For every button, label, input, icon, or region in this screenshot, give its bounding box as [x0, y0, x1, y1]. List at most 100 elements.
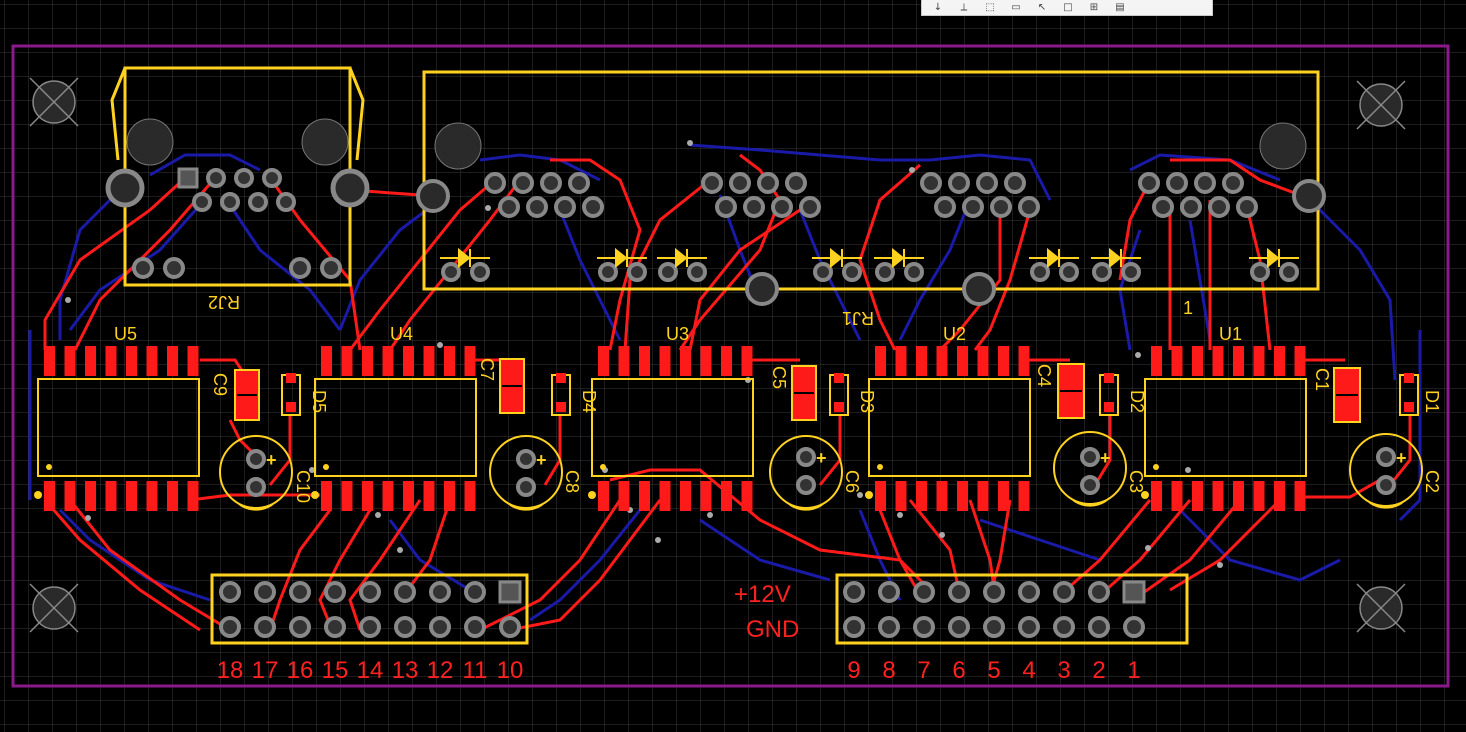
- header-pin-number: 8: [882, 657, 895, 684]
- ic-pad: [1018, 346, 1030, 376]
- arrow-down-icon[interactable]: ↓: [933, 1, 943, 13]
- ic-pad: [680, 481, 691, 511]
- connector-rj2[interactable]: [105, 66, 370, 287]
- header-pin[interactable]: [1018, 616, 1040, 638]
- header-pin-number: 17: [252, 657, 279, 684]
- select-area-icon[interactable]: ⬚: [985, 1, 995, 13]
- polarity-mark-c10: +: [266, 450, 277, 470]
- pin-header-right[interactable]: [835, 573, 1189, 645]
- ic-pad: [85, 346, 96, 376]
- header-pin[interactable]: [948, 581, 970, 603]
- ic-pad: [403, 346, 414, 376]
- header-pin[interactable]: [1053, 581, 1075, 603]
- electrolytic-caps: [219, 431, 1423, 511]
- square-icon[interactable]: □: [1063, 1, 1073, 13]
- header-pin[interactable]: [394, 616, 416, 638]
- bottom-copper-traces: [28, 143, 1422, 622]
- header-pin[interactable]: [499, 616, 521, 638]
- header-pin[interactable]: [983, 581, 1005, 603]
- layers-icon[interactable]: ▤: [1115, 1, 1125, 13]
- label-u1: U1: [1219, 324, 1242, 344]
- header-pin[interactable]: [359, 581, 381, 603]
- header-pin[interactable]: [913, 581, 935, 603]
- header-pin-square[interactable]: [1122, 580, 1146, 604]
- header-pin[interactable]: [843, 616, 865, 638]
- connector-rj1[interactable]: [416, 70, 1326, 306]
- ic-pad: [895, 481, 907, 511]
- header-pin-number: 12: [427, 657, 454, 684]
- header-pin-number: 2: [1092, 657, 1105, 684]
- label-c8: C8: [562, 470, 582, 493]
- ic-pad: [741, 481, 753, 511]
- ic-pad: [85, 481, 96, 511]
- component-icon[interactable]: ⊞: [1089, 1, 1099, 13]
- ic-pad: [618, 346, 630, 376]
- header-pin[interactable]: [254, 616, 276, 638]
- header-pin[interactable]: [1088, 581, 1110, 603]
- header-pin[interactable]: [324, 616, 346, 638]
- header-pin[interactable]: [464, 616, 486, 638]
- ic-pad: [126, 346, 137, 376]
- ic-pad: [895, 346, 907, 376]
- ic-pad: [1233, 481, 1244, 511]
- ic-pad: [44, 346, 55, 376]
- ic-pad: [464, 346, 476, 376]
- header-pin[interactable]: [843, 581, 865, 603]
- header-pin[interactable]: [289, 581, 311, 603]
- header-pin[interactable]: [429, 616, 451, 638]
- header-pin[interactable]: [1123, 616, 1145, 638]
- board-outline: [11, 44, 1450, 688]
- header-pin[interactable]: [948, 616, 970, 638]
- ic-pad: [1192, 346, 1203, 376]
- header-pin-square[interactable]: [498, 580, 522, 604]
- header-pin[interactable]: [219, 581, 241, 603]
- ic-pad: [721, 481, 732, 511]
- ic-pad: [167, 346, 178, 376]
- header-pin[interactable]: [219, 616, 241, 638]
- header-pin-number: 13: [392, 657, 419, 684]
- header-pin[interactable]: [878, 616, 900, 638]
- header-pin[interactable]: [359, 616, 381, 638]
- header-pin[interactable]: [1018, 581, 1040, 603]
- pointer-icon[interactable]: ↖: [1037, 1, 1047, 13]
- ic-footprints: [34, 346, 1307, 511]
- ic-pad: [680, 346, 691, 376]
- header-pin[interactable]: [429, 581, 451, 603]
- polarity-mark-c8: +: [536, 450, 547, 470]
- rectangle-icon[interactable]: ▭: [1011, 1, 1021, 13]
- route-icon[interactable]: ⟂: [960, 1, 968, 13]
- header-pin[interactable]: [464, 581, 486, 603]
- ic-pad: [977, 346, 989, 376]
- ic-pad: [1233, 346, 1244, 376]
- label-rj1: RJ1: [842, 308, 874, 328]
- label-c10: C10: [293, 470, 313, 503]
- header-pin[interactable]: [1053, 616, 1075, 638]
- label-c1: C1: [1312, 368, 1332, 391]
- header-pin[interactable]: [289, 616, 311, 638]
- header-pin[interactable]: [394, 581, 416, 603]
- header-pin[interactable]: [324, 581, 346, 603]
- header-pin[interactable]: [878, 581, 900, 603]
- ic-pad: [382, 346, 394, 376]
- pin-header-left[interactable]: [210, 573, 529, 645]
- ic-pad: [382, 481, 394, 511]
- label-d1: D1: [1422, 390, 1442, 413]
- ic-pad: [1212, 481, 1224, 511]
- header-pin[interactable]: [1088, 616, 1110, 638]
- label-c4: C4: [1034, 364, 1054, 387]
- polarity-mark-c3: +: [1100, 448, 1111, 468]
- ic-pad: [1253, 481, 1265, 511]
- header-pin-number: 11: [463, 657, 488, 684]
- header-pin-number: 1: [1127, 657, 1140, 684]
- label-plus-12v: +12V: [734, 581, 791, 608]
- label-c9: C9: [210, 373, 230, 396]
- header-pin[interactable]: [983, 616, 1005, 638]
- ic-pad: [957, 481, 968, 511]
- polarity-mark-c2: +: [1396, 448, 1407, 468]
- ic-pad: [1171, 481, 1183, 511]
- smd-parts: [234, 358, 1419, 423]
- header-pin[interactable]: [913, 616, 935, 638]
- header-pin-number: 16: [287, 657, 314, 684]
- header-pin[interactable]: [254, 581, 276, 603]
